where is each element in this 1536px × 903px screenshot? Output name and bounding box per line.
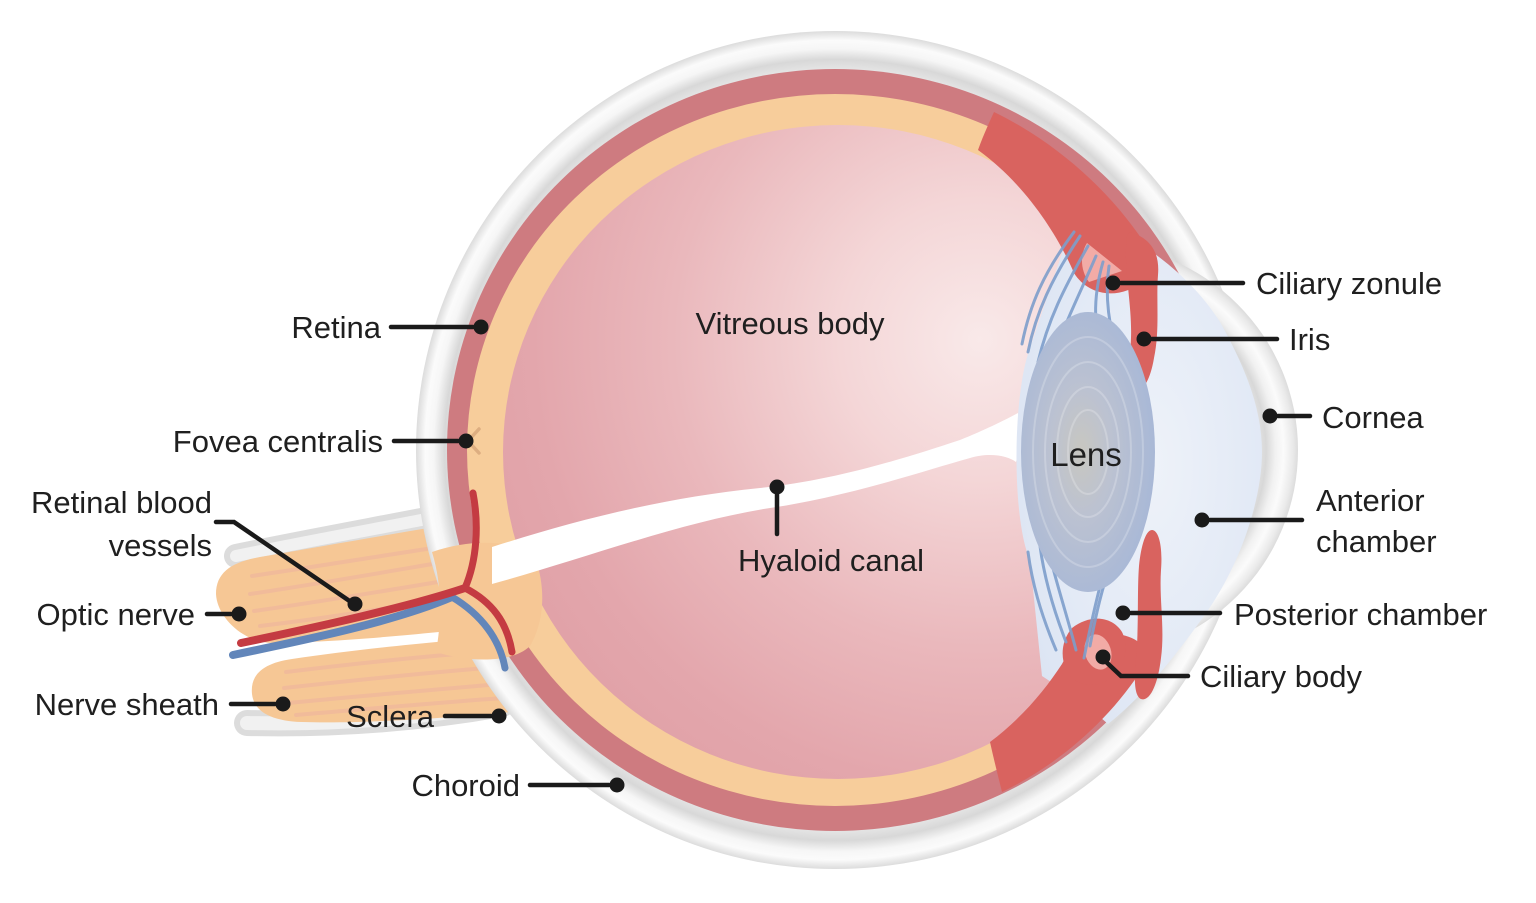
dot-retinal-blood-vessels xyxy=(347,596,363,612)
dot-hyaloid-canal xyxy=(769,479,785,495)
dot-choroid xyxy=(609,777,625,793)
retinal-artery xyxy=(237,489,516,656)
dot-fovea-centralis xyxy=(458,433,474,449)
annotations: Retina Fovea centralis Retinal blood ves… xyxy=(31,266,1487,803)
choroid-ciliary-band-upper xyxy=(978,112,1155,294)
label-sclera: Sclera xyxy=(346,699,435,734)
vitreous-body-region xyxy=(503,125,1173,779)
label-anterior-chamber-line1: Anterior xyxy=(1316,483,1425,518)
dot-nerve-sheath xyxy=(275,696,291,712)
dot-ciliary-zonule xyxy=(1105,275,1121,291)
label-retinal-blood-vessels-line2: vessels xyxy=(109,528,212,563)
label-lens: Lens xyxy=(1050,436,1122,473)
dot-anterior-chamber xyxy=(1194,512,1210,528)
dot-posterior-chamber xyxy=(1115,605,1131,621)
label-posterior-chamber: Posterior chamber xyxy=(1234,597,1487,632)
dot-cornea xyxy=(1262,408,1278,424)
dot-iris xyxy=(1136,331,1152,347)
label-retina: Retina xyxy=(291,310,381,345)
optic-nerve-group xyxy=(216,502,515,737)
leader-retinal-blood-vessels xyxy=(213,519,354,605)
retinal-vein xyxy=(229,593,509,672)
iris-upper-shape xyxy=(1126,232,1159,389)
retinal-blood-vessels xyxy=(229,489,516,672)
label-hyaloid-canal: Hyaloid canal xyxy=(738,543,924,578)
dot-sclera xyxy=(491,708,507,724)
label-retinal-blood-vessels-line1: Retinal blood xyxy=(31,485,212,520)
hyaloid-canal-shape xyxy=(492,413,1022,584)
label-nerve-sheath: Nerve sheath xyxy=(35,687,219,722)
label-iris: Iris xyxy=(1289,322,1330,357)
label-fovea-centralis: Fovea centralis xyxy=(173,424,383,459)
label-optic-nerve: Optic nerve xyxy=(36,597,195,632)
lens-shape xyxy=(1021,312,1155,592)
lens-contours xyxy=(1032,336,1144,568)
dot-ciliary-body xyxy=(1095,649,1111,665)
dot-optic-nerve xyxy=(231,606,247,622)
label-vitreous-body: Vitreous body xyxy=(696,306,885,341)
label-cornea: Cornea xyxy=(1322,400,1424,435)
label-ciliary-body: Ciliary body xyxy=(1200,659,1362,694)
leader-ciliary-body xyxy=(1100,656,1191,679)
dot-retina xyxy=(473,319,489,335)
lens-group xyxy=(1021,312,1155,592)
label-anterior-chamber-line2: chamber xyxy=(1316,524,1437,559)
label-ciliary-zonule: Ciliary zonule xyxy=(1256,266,1442,301)
label-choroid: Choroid xyxy=(411,768,520,803)
